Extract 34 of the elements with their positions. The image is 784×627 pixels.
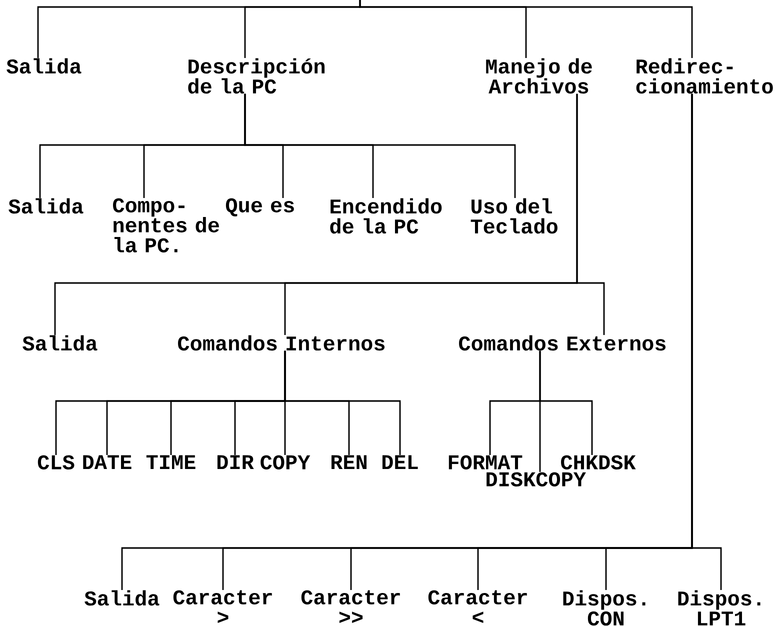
menu-label: Redirec- cionamiento (636, 58, 773, 94)
connector-line (244, 94, 516, 198)
menu-label: Compo- nentes de la PC. (113, 198, 219, 252)
menu-label: Caracter < (428, 590, 527, 623)
menu-label: Salida (8, 198, 84, 214)
menu-label: CHKDSK (561, 455, 636, 470)
menu-label: Descripción de la PC (188, 58, 325, 94)
menu-label: Dispos. CON (563, 590, 646, 626)
connector-line (539, 350, 593, 455)
menu-label: CLS (38, 455, 74, 470)
menu-label: Manejo de Archivos (486, 58, 592, 94)
menu-label: Salida (22, 335, 98, 351)
menu-label: DATE (83, 455, 132, 470)
menu-label: FORMAT (448, 455, 522, 470)
connector-line (691, 94, 722, 590)
menu-label: Caracter > (173, 590, 272, 623)
menu-label: DIR (217, 455, 254, 470)
menu-label: DISKCOPY (486, 472, 586, 486)
connector-line (576, 94, 605, 335)
menu-label: Dispos. LPT1 (678, 590, 760, 626)
menu-label: Salida (84, 590, 160, 606)
menu-label: DEL (382, 455, 418, 470)
connector-line (359, 0, 693, 58)
menu-label: Salida (6, 58, 82, 74)
menu-label: Caracter >> (301, 590, 400, 623)
menu-label: REN (332, 455, 367, 470)
connector-line (284, 350, 401, 455)
menu-label: COPY (260, 455, 310, 470)
menu-label: TIME (146, 455, 196, 470)
menu-label: Comandos Externos (459, 335, 666, 351)
menu-label: Encendido de la PC (330, 198, 442, 234)
menu-label: Uso del Teclado (470, 198, 558, 234)
menu-label: Comandos Internos (178, 335, 385, 351)
menu-label: Que es (226, 198, 294, 216)
